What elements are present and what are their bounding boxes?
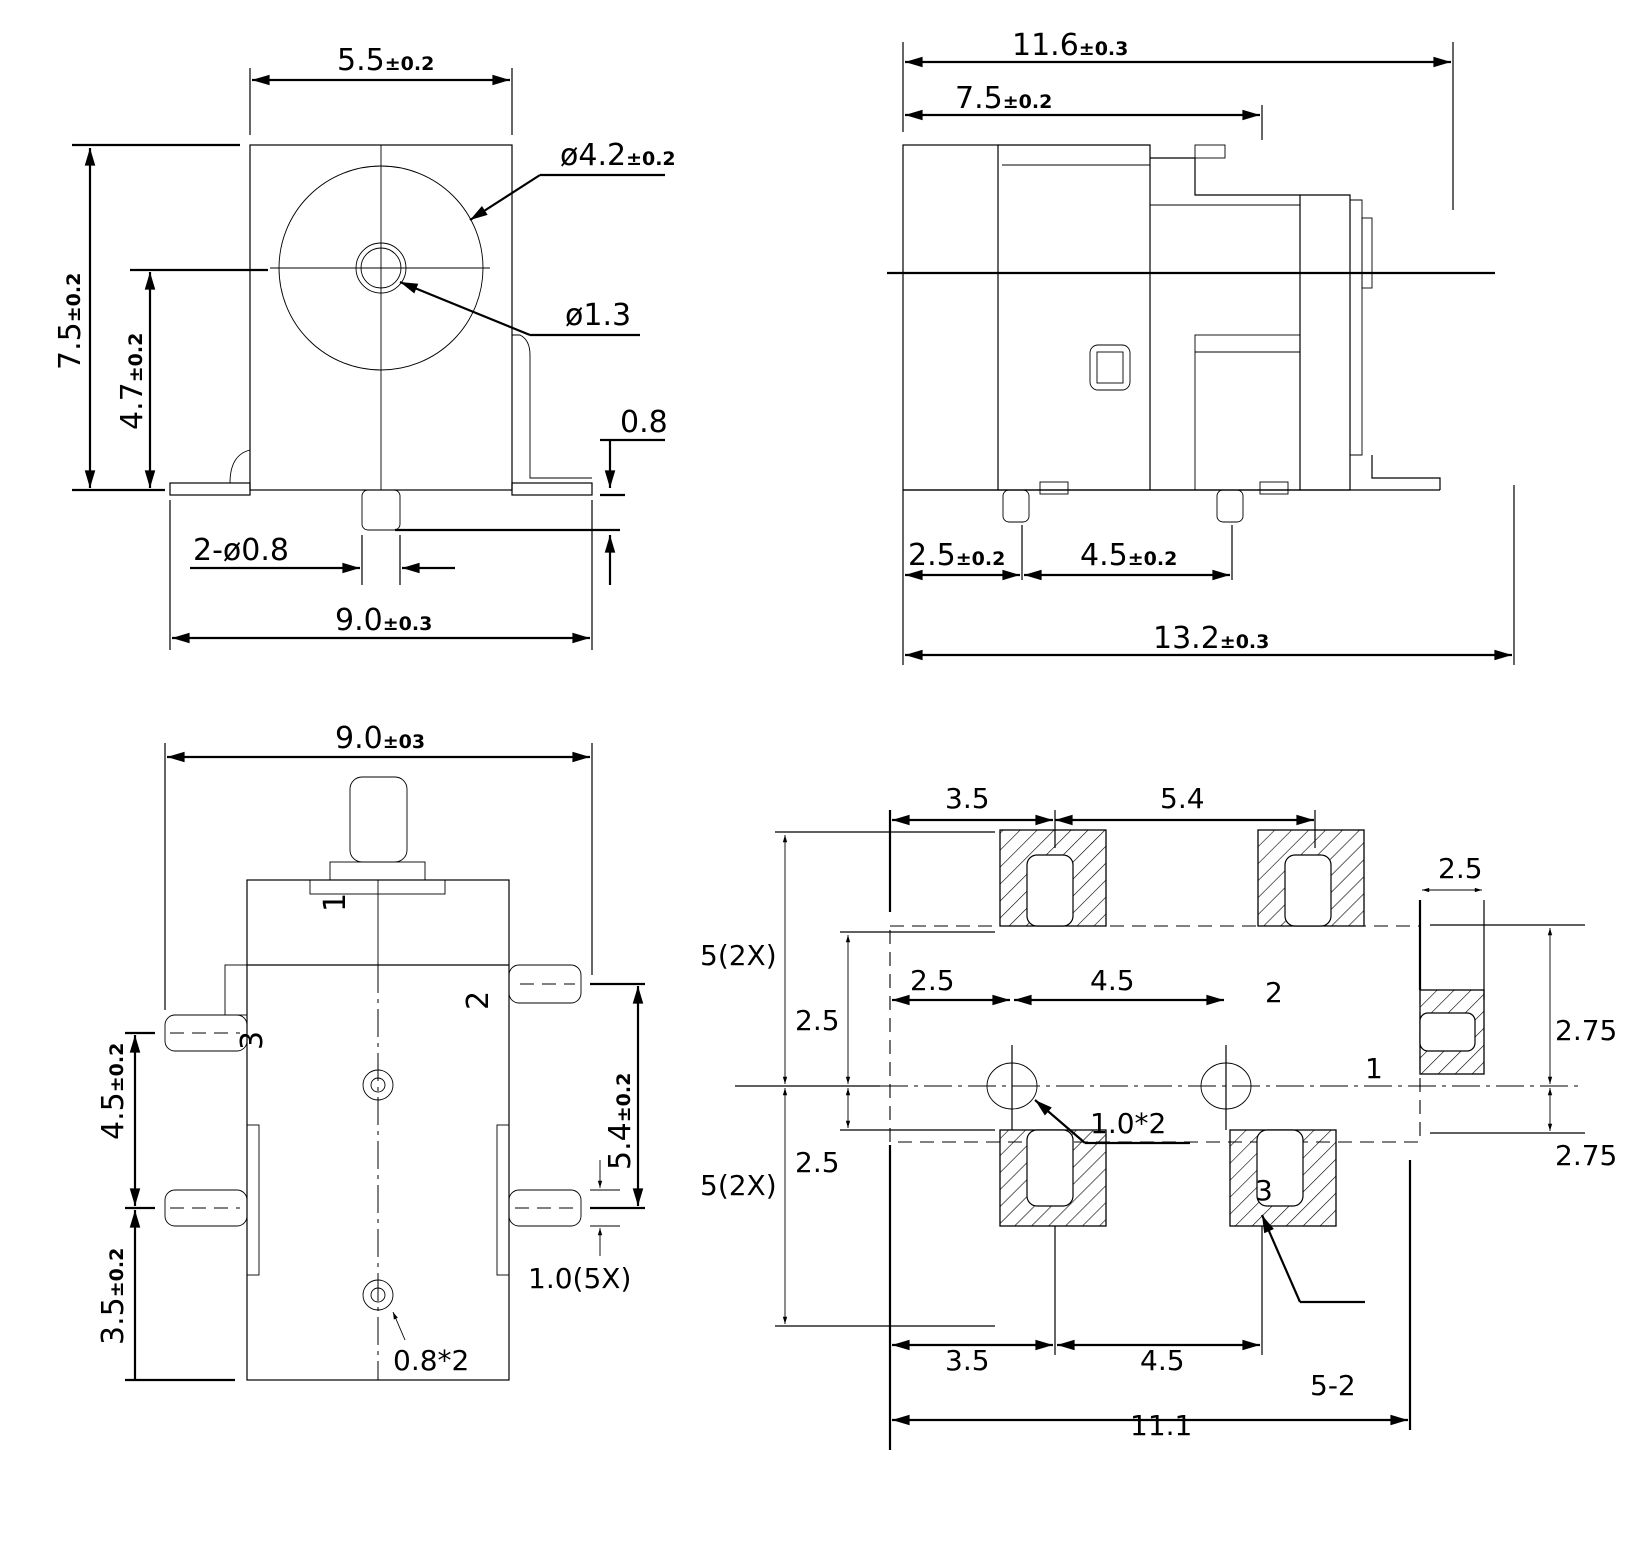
dim-bottom-hole-callout: 0.8*2 bbox=[393, 1344, 469, 1377]
dim-side-length-body: 11.6±0.3 bbox=[1012, 28, 1128, 63]
dim-front-width-top: 5.5±0.2 bbox=[337, 43, 434, 78]
dim-front-pin-diameter: ø1.3 bbox=[565, 298, 631, 333]
dim-side-length-total: 13.2±0.3 bbox=[1153, 621, 1269, 656]
dim-side-pin-pitch: 4.5±0.2 bbox=[1080, 538, 1177, 573]
dim-pcb-hole-pitch: 4.5 bbox=[1090, 964, 1135, 997]
pin-label-3: 3 bbox=[235, 1031, 270, 1050]
dim-bottom-offset-left: 3.5±0.2 bbox=[96, 1248, 131, 1345]
dim-bottom-pitch-right: 5.4±0.2 bbox=[603, 1073, 638, 1170]
dim-bottom-pitch-left: 4.5±0.2 bbox=[96, 1043, 131, 1140]
dim-bottom-pin-width: 1.0(5X) bbox=[528, 1262, 631, 1295]
dim-pcb-bottom-pitch: 4.5 bbox=[1140, 1344, 1185, 1377]
dim-pcb-right-lower: 2.75 bbox=[1555, 1139, 1617, 1172]
dim-pcb-left-upper: 5(2X) bbox=[700, 939, 777, 972]
dim-pcb-top-left: 3.5 bbox=[945, 782, 990, 815]
dim-front-outer-diameter: ø4.2±0.2 bbox=[560, 138, 676, 173]
dim-front-height-center: 4.7±0.2 bbox=[115, 333, 150, 430]
pad-label-3: 3 bbox=[1255, 1174, 1273, 1207]
dim-pcb-bottom-left: 3.5 bbox=[945, 1344, 990, 1377]
dim-pcb-hole-offset: 2.5 bbox=[910, 964, 955, 997]
dim-pcb-overall: 11.1 bbox=[1130, 1409, 1192, 1442]
dim-front-pin-callout: 2-ø0.8 bbox=[193, 533, 289, 568]
pin-label-2: 2 bbox=[461, 991, 496, 1010]
dim-bottom-width: 9.0±03 bbox=[335, 721, 425, 756]
dim-pcb-top-pitch: 5.4 bbox=[1160, 782, 1205, 815]
dim-pcb-hole-callout: 1.0*2 bbox=[1090, 1107, 1166, 1140]
front-view bbox=[72, 68, 665, 650]
dim-front-width-base: 9.0±0.3 bbox=[335, 603, 432, 638]
dim-front-height-total: 7.5±0.2 bbox=[53, 273, 88, 370]
dim-side-length-front: 7.5±0.2 bbox=[955, 81, 1052, 116]
pad-label-1: 1 bbox=[1365, 1052, 1383, 1085]
dim-pcb-left-lower: 5(2X) bbox=[700, 1169, 777, 1202]
pad-label-2: 2 bbox=[1265, 976, 1283, 1009]
pin-label-1: 1 bbox=[318, 893, 353, 912]
pcb-footprint bbox=[735, 810, 1585, 1450]
bottom-view bbox=[125, 743, 645, 1382]
dim-side-pin-offset: 2.5±0.2 bbox=[908, 538, 1005, 573]
dim-pcb-right-width: 2.5 bbox=[1438, 852, 1483, 885]
dim-pcb-inner-lower: 2.5 bbox=[795, 1146, 840, 1179]
dim-front-pin-depth: 0.8 bbox=[620, 405, 668, 440]
dim-pcb-inner-upper: 2.5 bbox=[795, 1004, 840, 1037]
side-view bbox=[887, 42, 1515, 665]
dim-pcb-right-upper: 2.75 bbox=[1555, 1014, 1617, 1047]
dim-pcb-slot-callout: 5-2 bbox=[1310, 1369, 1356, 1402]
